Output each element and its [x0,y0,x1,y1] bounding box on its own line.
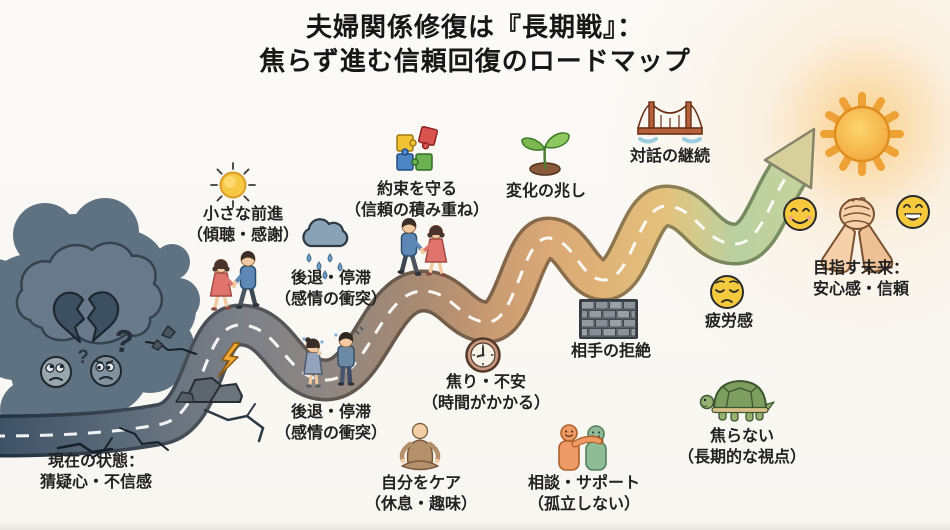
label-line1: 対話の継続 [629,148,711,165]
label-line1: 約束を守る [376,181,458,198]
label-line2: （休息・趣味） [364,496,478,514]
label-line2: （信頼の積み重ね） [344,202,490,220]
label-line2: （感情の衝突） [274,425,388,443]
arrow-head [763,127,816,190]
label-goal: 目指す未来： 安心感・信頼 [813,258,909,300]
label-line1: 後退・停滞 [290,270,372,287]
label-self-care: 自分をケア （休息・趣味） [365,473,477,515]
label-support: 相談・サポート （孤立しない） [528,473,640,515]
label-signs-of-change: 変化の兆し [506,181,586,202]
label-line1: 小さな前進 [202,206,284,223]
label-small-progress: 小さな前進 （傾聴・感謝） [187,204,299,246]
label-line2: （時間がかかる） [421,395,551,413]
label-line2: （感情の衝突） [274,291,388,309]
label-line1: 現在の状態： [47,453,145,470]
label-line1: 焦らない [709,428,775,445]
support-pair-icon [558,424,607,471]
storm-cloud-broken-heart-icon: ? ? [0,198,200,444]
label-line1: 目指す未来： [812,260,910,277]
label-line2: 安心感・信頼 [812,281,910,299]
smiley-icon [783,197,817,231]
label-continue-dialogue: 対話の継続 [630,146,710,167]
label-line1: 後退・停滞 [290,404,372,421]
walking-couple-2 [398,218,449,279]
label-keep-promises: 約束を守る （信頼の積み重ね） [345,179,489,221]
title-line2: 焦らず進む信頼回復のロードマップ [259,46,691,77]
broken-heart-icon [52,291,120,344]
label-line1: 自分をケア [380,475,462,492]
winding-road [0,127,816,436]
sprout-icon [521,132,570,176]
label-current-state: 現在の状態： 猜疑心・不信感 [40,451,152,493]
puzzle-icon [396,125,439,171]
lightning-icon [217,342,241,378]
turtle-icon [699,380,775,422]
sun-icon [210,162,256,208]
rocks [151,325,243,403]
label-line1: 焦り・不安 [445,374,527,391]
label-line1: 変化の兆し [505,183,587,200]
page-title: 夫婦関係修復は『長期戦』： 焦らず進む信頼回復のロードマップ [0,10,950,79]
meditation-icon [399,422,441,471]
walking-couple-1 [208,251,260,313]
label-line2: （長期的な視点） [677,449,807,467]
question-mark-small: ? [77,347,89,368]
label-dont-rush: 焦らない （長期的な視点） [678,426,806,468]
suspicious-face-right [90,355,122,387]
label-setback-1: 後退・停滞 （感情の衝突） [275,268,387,310]
label-line1: 相手の拒絶 [570,343,652,360]
tired-face-icon [710,275,744,309]
rain-cloud-icon [302,218,349,280]
label-line1: 疲労感 [704,313,754,330]
big-sun-icon [820,92,904,176]
suspicious-face-left [40,356,72,388]
label-rejection: 相手の拒絶 [571,341,651,362]
bridge-icon [637,101,703,144]
clock-icon [465,337,501,373]
brick-wall-icon [579,299,638,339]
label-setback-2: 後退・停滞 （感情の衝突） [275,402,387,444]
label-line2: 猜疑心・不信感 [39,474,153,492]
arguing-couple [302,326,364,388]
title-line1: 夫婦関係修復は『長期戦』： [305,12,644,42]
label-fatigue: 疲労感 [705,311,753,332]
clasped-hands-icon [820,196,894,274]
label-line2: （傾聴・感謝） [186,227,300,245]
laughing-smiley-icon [896,195,930,229]
inner-cloud [15,241,163,345]
label-impatience: 焦り・不安 （時間がかかる） [422,372,550,414]
label-line1: 相談・サポート [527,475,641,492]
label-line2: （孤立しない） [527,496,641,514]
